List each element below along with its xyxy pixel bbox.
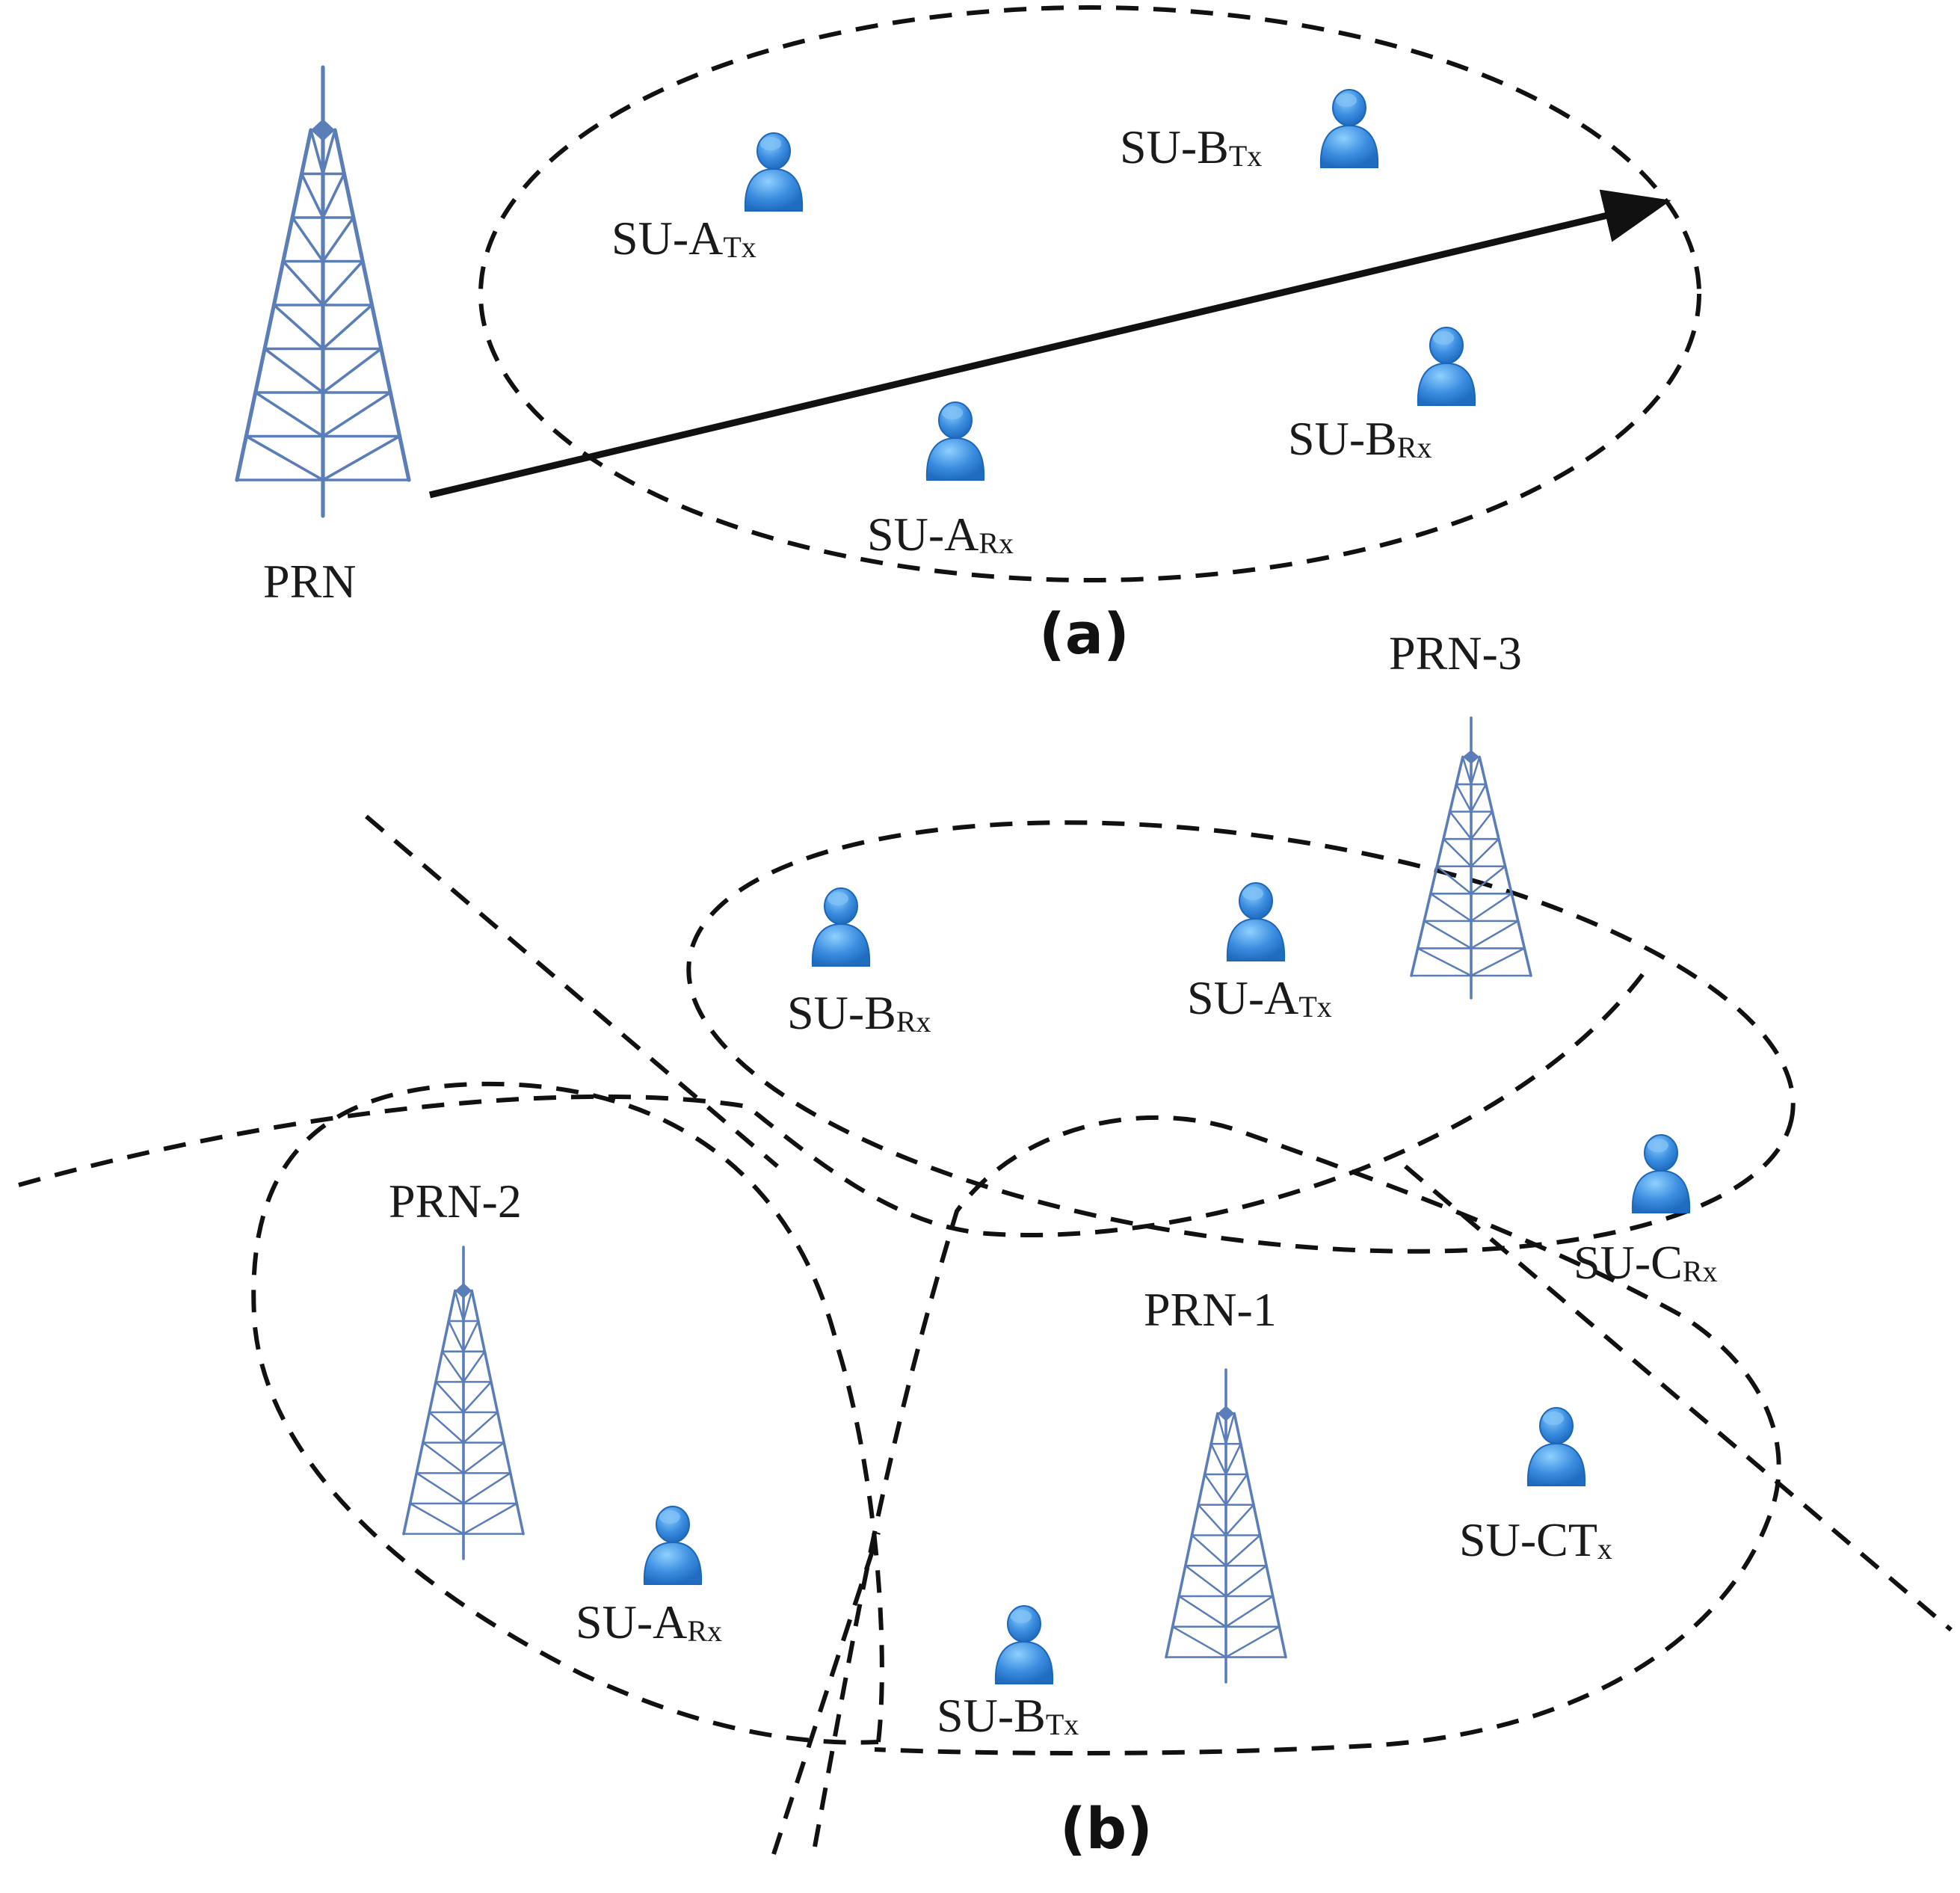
panel-b-prn3-coverage-ellipse [686,820,1796,1254]
users-layer [643,89,1691,1684]
user-icon [811,887,871,967]
panel-b-user-label-1: SU-BRx [787,986,931,1039]
panel-a-user-label-2: SU-BTx [1120,120,1263,173]
panel-b-user-label-3: SU-CRx [1574,1236,1718,1289]
transmission-tower-icon [1410,716,1532,1000]
user-icon [643,1506,703,1585]
panel-b-boundary-curve [18,970,1647,1238]
panel-a-tower-label: PRN [263,555,357,608]
panel-a-user-label-3: SU-BRx [1288,412,1432,465]
transmission-tower-icon [1165,1368,1287,1684]
panel-a-user-label-4: SU-ARx [867,508,1014,561]
towers-layer [235,65,1532,1684]
panel-b-tower-label-prn1: PRN-1 [1144,1283,1277,1336]
panel-b-boundary-line-right [1404,1164,1953,1632]
transmission-tower-icon [402,1246,525,1560]
panel-a-signal-arrow [428,189,1671,499]
panel-b-user-label-6: SU-BTx [937,1689,1079,1742]
user-icon [925,401,985,481]
panel-b-tower-label-prn2: PRN-2 [389,1175,522,1228]
user-icon [1319,89,1379,168]
panel-b-boundary-curve-tail [771,1532,881,1855]
user-icon [1226,882,1286,961]
transmission-tower-icon [235,65,411,518]
user-icon [744,132,804,212]
panel-a-coverage-ellipse [478,5,1701,582]
panel-b-user-label-2: SU-ATx [1187,971,1332,1024]
user-icon [1526,1407,1586,1486]
panel-b-prn1-coverage-region [813,1115,1781,1847]
user-icon [1417,327,1476,406]
panel-b-user-label-4: SU-CTx [1459,1513,1612,1566]
panel-b-tower-label-prn3: PRN-3 [1389,627,1522,680]
panel-b-boundary-line-left [365,814,779,1169]
panel-b-user-label-5: SU-ARx [576,1595,723,1649]
panel-a-caption: (a) [1039,600,1130,667]
panel-a-user-label-1: SU-ATx [611,212,756,265]
user-icon [1631,1134,1691,1213]
panel-b-caption: (b) [1060,1795,1153,1862]
panel-b-prn2-coverage-region [251,1081,884,1745]
user-icon [994,1605,1054,1684]
